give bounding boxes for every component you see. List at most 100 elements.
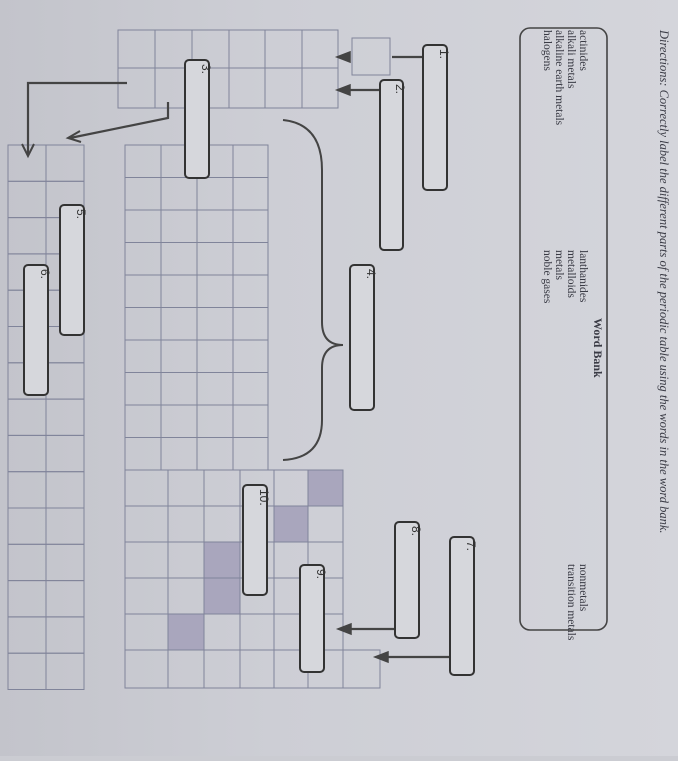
element-cell bbox=[160, 209, 198, 243]
element-cell bbox=[239, 613, 275, 651]
word-bank-item: lanthanides bbox=[577, 250, 589, 303]
element-cell bbox=[7, 398, 47, 436]
label-box-6[interactable]: 6. bbox=[23, 264, 52, 396]
label-box-2[interactable]: 2. bbox=[379, 79, 407, 251]
element-cell bbox=[160, 339, 198, 373]
element-cell bbox=[264, 67, 303, 109]
element-cell bbox=[45, 144, 85, 182]
element-cell bbox=[124, 613, 169, 651]
element-cell bbox=[273, 505, 309, 543]
label-box-4[interactable]: 4. bbox=[349, 264, 378, 411]
element-cell bbox=[45, 507, 85, 545]
answer-field[interactable] bbox=[23, 264, 49, 396]
element-cell bbox=[124, 177, 162, 211]
element-cell bbox=[124, 209, 162, 243]
label-number: 9. bbox=[314, 569, 328, 579]
answer-field[interactable] bbox=[422, 44, 448, 191]
element-cell bbox=[203, 613, 241, 651]
element-cell bbox=[124, 372, 162, 406]
label-number: 2. bbox=[393, 84, 407, 94]
element-cell bbox=[124, 274, 162, 308]
element-cell bbox=[124, 469, 169, 507]
arrowheads bbox=[21, 50, 389, 664]
label-number: 6. bbox=[38, 269, 52, 279]
answer-field[interactable] bbox=[299, 564, 325, 673]
element-cell bbox=[7, 471, 47, 509]
element-cell bbox=[301, 67, 339, 109]
element-cell bbox=[45, 543, 85, 582]
element-cell bbox=[232, 144, 269, 178]
label-box-7[interactable]: 7. bbox=[449, 536, 478, 676]
word-bank-title: Word Bank bbox=[591, 318, 605, 378]
element-cell bbox=[124, 649, 169, 689]
directions-text: Directions: Correctly label the differen… bbox=[657, 29, 671, 534]
element-cell bbox=[117, 67, 156, 109]
label-box-5[interactable]: 5. bbox=[59, 204, 88, 336]
element-cell bbox=[196, 242, 234, 276]
element-cell bbox=[7, 652, 47, 691]
element-cell bbox=[167, 649, 205, 689]
answer-field[interactable] bbox=[242, 484, 268, 596]
element-cell bbox=[160, 404, 198, 438]
answer-field[interactable] bbox=[59, 204, 85, 336]
element-cell bbox=[124, 577, 169, 615]
element-cell bbox=[124, 404, 162, 438]
element-cell bbox=[7, 434, 47, 473]
element-cell bbox=[228, 29, 266, 69]
label-box-9[interactable]: 9. bbox=[299, 564, 328, 673]
element-cell bbox=[203, 505, 241, 543]
element-cell bbox=[7, 507, 47, 545]
element-cell bbox=[7, 180, 47, 219]
answer-field[interactable] bbox=[184, 59, 210, 179]
element-cell bbox=[160, 242, 198, 276]
label-box-1[interactable]: 1. bbox=[422, 44, 451, 191]
arrowhead-icon bbox=[21, 143, 35, 159]
word-bank-item: transition metals bbox=[565, 564, 577, 641]
arrowhead-icon bbox=[65, 130, 82, 143]
element-cell bbox=[232, 437, 269, 471]
element-cell bbox=[307, 505, 344, 543]
element-cell bbox=[124, 437, 162, 471]
element-cell bbox=[45, 362, 85, 400]
answer-field[interactable] bbox=[394, 521, 420, 639]
word-bank-item: alkaline earth metals bbox=[553, 30, 565, 126]
element-cell bbox=[196, 177, 234, 211]
element-cell bbox=[232, 177, 269, 211]
label-number: 4. bbox=[364, 269, 378, 279]
label-box-10[interactable]: 10. bbox=[242, 484, 271, 596]
element-cell bbox=[45, 471, 85, 509]
word-bank-item: nonmetals bbox=[577, 564, 589, 612]
label-box-3[interactable]: 3. bbox=[184, 59, 213, 179]
word-bank-box bbox=[519, 27, 608, 631]
label-box-8[interactable]: 8. bbox=[394, 521, 423, 639]
answer-field[interactable] bbox=[349, 264, 375, 411]
element-cell bbox=[232, 307, 269, 341]
element-cell bbox=[160, 307, 198, 341]
answer-field[interactable] bbox=[379, 79, 404, 251]
element-cell bbox=[160, 372, 198, 406]
label-number: 5. bbox=[74, 209, 88, 219]
arrow-line-3a bbox=[26, 81, 127, 155]
element-cell bbox=[7, 217, 47, 255]
element-cell bbox=[124, 242, 162, 276]
element-cell bbox=[45, 398, 85, 436]
element-cell bbox=[196, 339, 234, 373]
word-bank-item: metalloids bbox=[565, 250, 577, 298]
element-cell bbox=[273, 469, 309, 507]
element-cell bbox=[196, 372, 234, 406]
word-bank-item: actinides bbox=[577, 30, 589, 71]
word-bank-item: noble gases bbox=[541, 250, 553, 304]
element-cell bbox=[160, 274, 198, 308]
element-cell bbox=[7, 580, 47, 618]
element-cell bbox=[124, 307, 162, 341]
element-cell bbox=[167, 541, 205, 579]
arrowhead-icon bbox=[335, 622, 352, 636]
word-bank-item: metals bbox=[553, 250, 565, 281]
label-boxes: 1. 2. 3. 4. 5. 6. 7.8. 9. 10. bbox=[23, 44, 478, 676]
element-cell bbox=[45, 434, 85, 473]
element-cell bbox=[203, 649, 241, 689]
answer-field[interactable] bbox=[449, 536, 475, 676]
element-cell bbox=[301, 29, 339, 69]
element-cell bbox=[203, 469, 241, 507]
